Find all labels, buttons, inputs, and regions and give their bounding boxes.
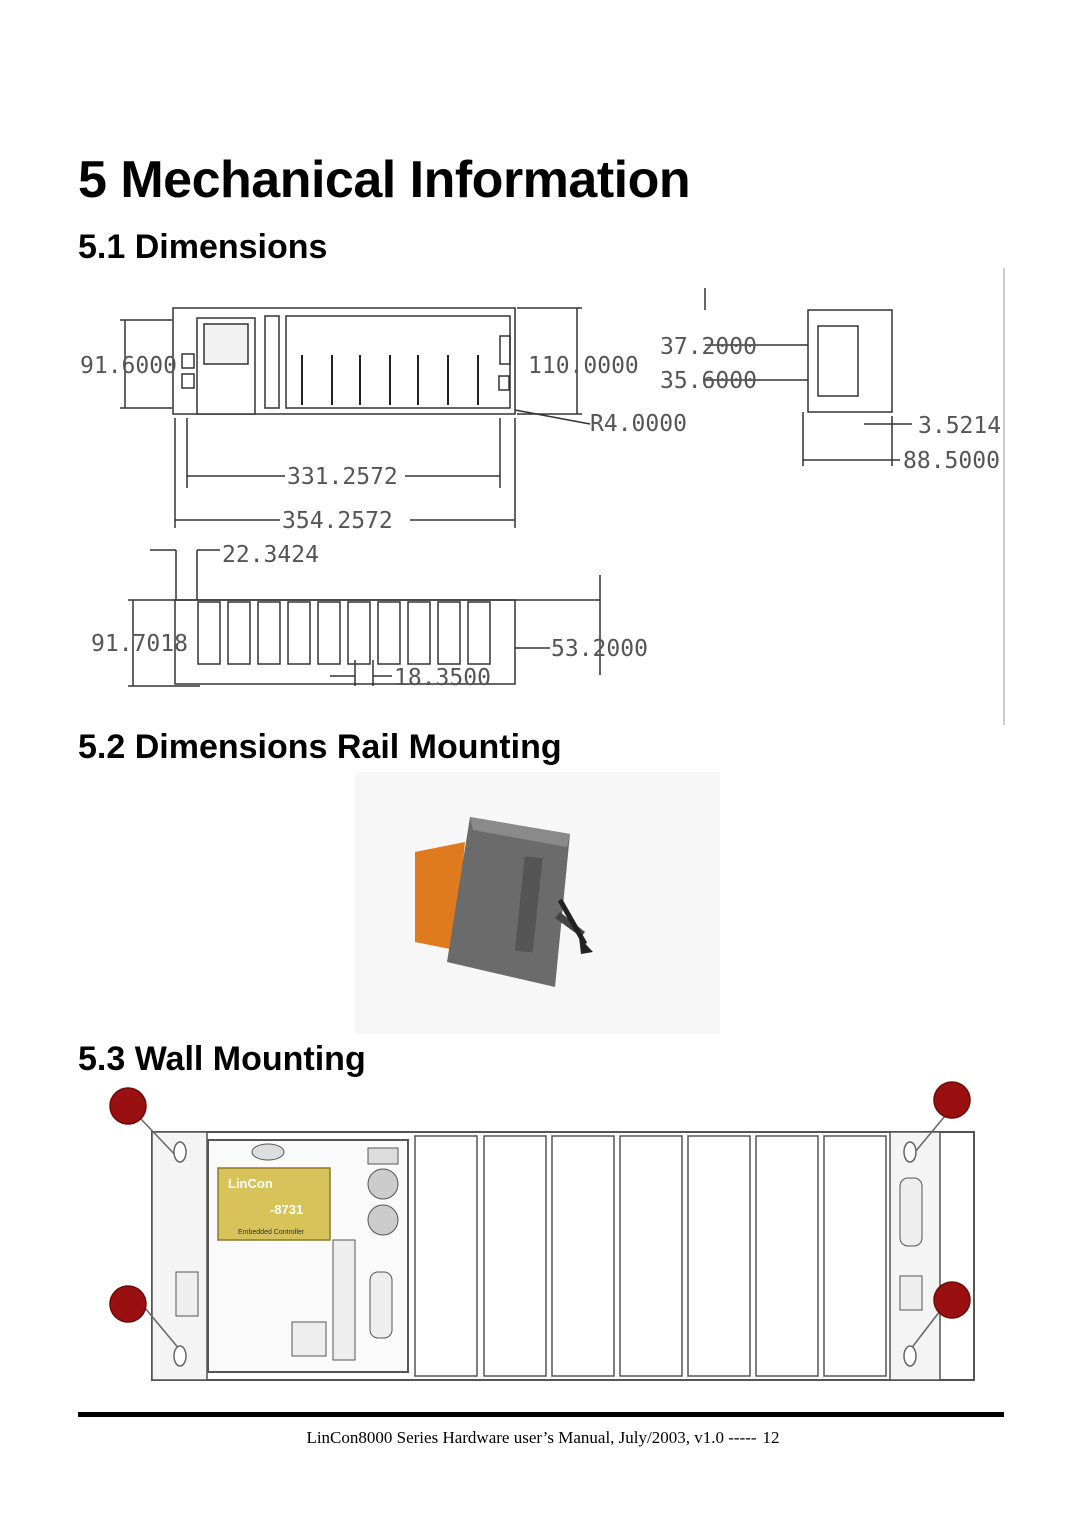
dim-side-depth: 88.5000	[903, 448, 1000, 474]
dim-bottom-height: 91.7018	[91, 631, 188, 657]
mount-point-marker	[109, 1087, 147, 1125]
module-front-panel	[415, 842, 465, 950]
mount-point-marker	[933, 1081, 971, 1119]
dim-slot-offset: 22.3424	[222, 542, 319, 568]
dim-inner-width: 331.2572	[287, 464, 398, 490]
dim-rail-a: 37.2000	[660, 334, 757, 360]
mounting-arrow	[557, 898, 588, 946]
dim-side-thickness: 3.5214	[918, 413, 1001, 439]
section-heading-dimensions: 5.1 Dimensions	[78, 228, 328, 266]
section-heading-wall-mounting: 5.3 Wall Mounting	[78, 1040, 366, 1078]
page-title: 5 Mechanical Information	[78, 151, 691, 209]
dim-rail-b: 35.6000	[660, 368, 757, 394]
dim-radius: R4.0000	[590, 411, 687, 437]
dim-bottom-depth: 53.2000	[551, 636, 648, 662]
ethernet-port	[291, 1321, 327, 1357]
wall-mounting-illustration: LinCon -8731 Embedded Controller	[109, 1081, 975, 1381]
controller-model: -8731	[270, 1202, 303, 1217]
dim-total-width: 354.2572	[282, 508, 393, 534]
dim-height-total: 110.0000	[528, 353, 639, 379]
dim-height-left: 91.6000	[80, 353, 177, 379]
footer-text: LinCon8000 Series Hardware user’s Manual…	[306, 1428, 757, 1447]
vga-port	[369, 1271, 393, 1339]
controller-caption: Embedded Controller	[238, 1229, 305, 1236]
footer-rule	[78, 1412, 1004, 1417]
controller-label-panel	[217, 1167, 331, 1241]
ps2-port	[367, 1204, 399, 1236]
rail-mounting-illustration	[355, 772, 720, 1034]
page-number: 12	[762, 1428, 780, 1447]
mount-point-marker	[109, 1285, 147, 1323]
serial-port	[899, 1177, 923, 1247]
mount-point-marker	[933, 1281, 971, 1319]
controller-brand: LinCon	[228, 1176, 273, 1191]
page-footer: LinCon8000 Series Hardware user’s Manual…	[0, 1428, 1080, 1448]
dim-slot-pitch: 18.3500	[394, 665, 491, 691]
section-heading-rail-mounting: 5.2 Dimensions Rail Mounting	[78, 728, 562, 766]
dimensions-drawing: 91.6000 110.0000 37.2000 35.6000 R4.0000…	[80, 268, 1005, 725]
front-view-chassis	[172, 307, 516, 415]
ps2-port	[367, 1168, 399, 1200]
